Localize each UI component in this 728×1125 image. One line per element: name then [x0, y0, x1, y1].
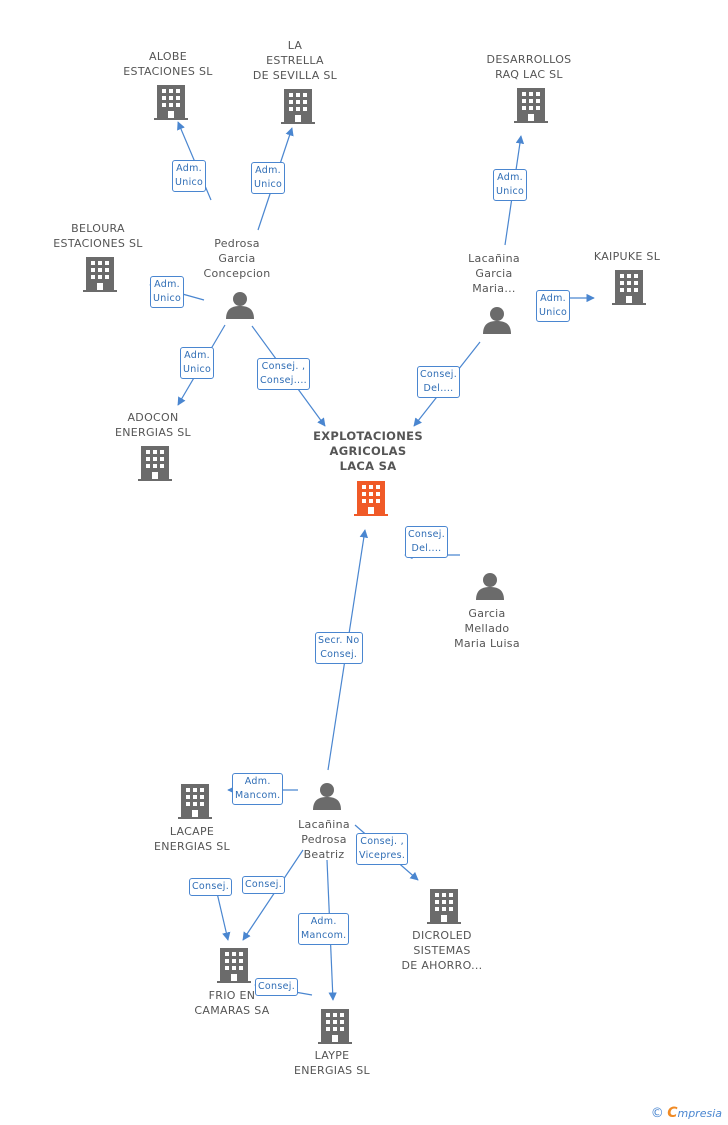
- edge-label-pedrosa-to-main[interactable]: Consej. , Consej....: [257, 358, 310, 390]
- person-icon-mellado[interactable]: [476, 573, 504, 600]
- building-icon-desarrollos[interactable]: [514, 88, 548, 123]
- edge-beatriz-to-frio: [242, 849, 304, 941]
- person-icon-pedrosa[interactable]: [226, 292, 254, 319]
- edge-label-beatriz-to-lacape[interactable]: Adm. Mancom.: [232, 773, 284, 805]
- edge-label-lacanina_maria-to-desarrollos[interactable]: Adm. Unico: [493, 169, 528, 201]
- building-icon-laype[interactable]: [318, 1009, 352, 1044]
- edge-label-laype-to-frio[interactable]: Consej.: [255, 978, 299, 996]
- building-icon-dicroled[interactable]: [427, 889, 461, 924]
- edge-label-lacanina_maria-to-kaipuke[interactable]: Adm. Unico: [536, 290, 571, 322]
- edge-label-beatriz-to-dicroled[interactable]: Consej. , Vicepres.: [356, 833, 409, 865]
- brand-footer[interactable]: © Cmpresia: [651, 1105, 722, 1121]
- node-label-estrella[interactable]: LA ESTRELLA DE SEVILLA SL: [252, 39, 338, 82]
- node-label-frio[interactable]: FRIO EN CAMARAS SA: [194, 989, 270, 1017]
- building-icon-adocon[interactable]: [138, 446, 172, 481]
- node-label-main[interactable]: EXPLOTACIONES AGRICOLAS LACA SA: [313, 429, 423, 473]
- node-label-beloura[interactable]: BELOURA ESTACIONES SL: [53, 222, 143, 250]
- edge-label-lacape-to-frio[interactable]: Consej.: [189, 878, 233, 896]
- edge-label-beatriz-to-main[interactable]: Secr. No Consej.: [315, 632, 363, 664]
- edge-label-pedrosa-to-adocon[interactable]: Adm. Unico: [180, 347, 215, 379]
- copyright-symbol: ©: [650, 1106, 664, 1121]
- building-icon-kaipuke[interactable]: [612, 270, 646, 305]
- node-label-lacape[interactable]: LACAPE ENERGIAS SL: [154, 825, 230, 853]
- edge-label-lacanina_maria-to-main[interactable]: Consej. Del....: [417, 366, 461, 398]
- node-label-beatriz[interactable]: Lacañina Pedrosa Beatriz: [298, 818, 350, 861]
- node-label-desarrollos[interactable]: DESARROLLOS RAQ LAC SL: [486, 53, 572, 81]
- edge-label-pedrosa-to-estrella[interactable]: Adm. Unico: [251, 162, 286, 194]
- node-label-adocon[interactable]: ADOCON ENERGIAS SL: [115, 411, 191, 439]
- edge-label-pedrosa-to-alobe[interactable]: Adm. Unico: [172, 160, 207, 192]
- brand-initial: C: [667, 1105, 678, 1121]
- node-label-dicroled[interactable]: DICROLED SISTEMAS DE AHORRO...: [401, 929, 483, 972]
- building-icon-estrella[interactable]: [281, 89, 315, 124]
- node-label-lacanina_maria[interactable]: Lacañina Garcia Maria...: [468, 252, 520, 295]
- edge-label-beatriz-to-frio[interactable]: Consej.: [242, 876, 286, 894]
- building-icon-alobe[interactable]: [154, 85, 188, 120]
- person-icon-lacanina_maria[interactable]: [483, 307, 511, 334]
- node-label-laype[interactable]: LAYPE ENERGIAS SL: [294, 1049, 370, 1077]
- brand-name: mpresia: [677, 1107, 722, 1120]
- building-icon-main[interactable]: [354, 481, 388, 516]
- node-label-pedrosa[interactable]: Pedrosa Garcia Concepcion: [203, 237, 271, 280]
- node-label-kaipuke[interactable]: KAIPUKE SL: [593, 250, 661, 263]
- node-label-mellado[interactable]: Garcia Mellado Maria Luisa: [454, 607, 520, 650]
- person-icon-beatriz[interactable]: [313, 783, 341, 810]
- building-icon-lacape[interactable]: [178, 784, 212, 819]
- edge-label-mellado-to-main[interactable]: Consej. Del....: [405, 526, 449, 558]
- building-icon-frio[interactable]: [217, 948, 251, 983]
- edge-label-pedrosa-to-beloura[interactable]: Adm. Unico: [150, 276, 185, 308]
- node-label-alobe[interactable]: ALOBE ESTACIONES SL: [123, 50, 213, 78]
- edge-label-beatriz-to-laype[interactable]: Adm. Mancom.: [298, 913, 350, 945]
- building-icon-beloura[interactable]: [83, 257, 117, 292]
